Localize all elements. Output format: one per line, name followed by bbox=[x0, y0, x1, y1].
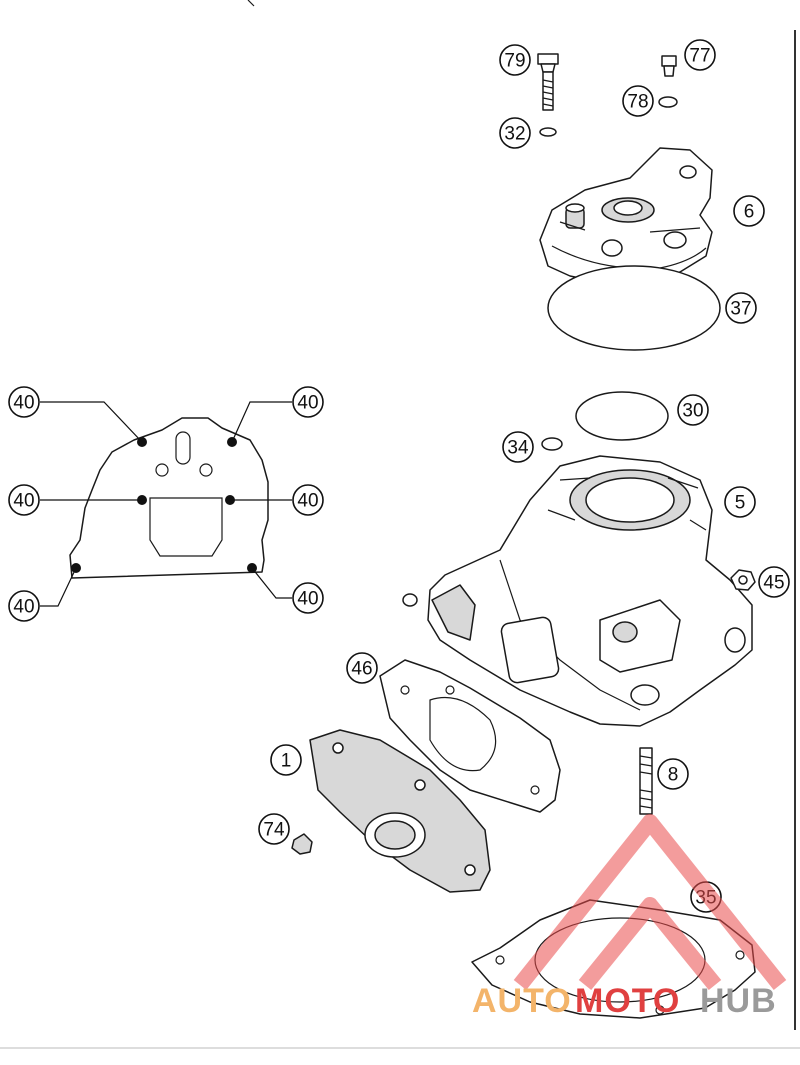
callout-77: 77 bbox=[684, 39, 716, 71]
callout-45: 45 bbox=[758, 566, 790, 598]
svg-text:40: 40 bbox=[297, 491, 318, 512]
svg-text:40: 40 bbox=[13, 597, 34, 618]
svg-text:45: 45 bbox=[763, 573, 784, 594]
callout-40-top-right: 40 bbox=[292, 386, 324, 418]
svg-text:34: 34 bbox=[507, 438, 529, 459]
callout-79: 79 bbox=[499, 44, 531, 76]
callout-40-top-left: 40 bbox=[8, 386, 40, 418]
callout-8: 8 bbox=[657, 758, 689, 790]
watermark-word-hub: HUB bbox=[700, 982, 777, 1020]
cylinder-head-6-drawing bbox=[539, 147, 713, 283]
svg-text:40: 40 bbox=[13, 393, 34, 414]
callout-40-bottom-right: 40 bbox=[292, 582, 324, 614]
svg-text:32: 32 bbox=[504, 124, 525, 145]
intake-flange-1-drawing bbox=[309, 729, 491, 893]
callout-5: 5 bbox=[724, 486, 756, 518]
svg-text:74: 74 bbox=[263, 820, 285, 841]
svg-text:5: 5 bbox=[735, 493, 746, 514]
washer-32-drawing bbox=[539, 127, 557, 137]
cylinder-5-drawing bbox=[402, 455, 753, 727]
callout-46: 46 bbox=[346, 652, 378, 684]
callout-37: 37 bbox=[725, 292, 757, 324]
svg-text:78: 78 bbox=[627, 92, 648, 113]
watermark-logo: AUTO MOTO HUB bbox=[472, 814, 787, 1020]
callout-40-middle-left: 40 bbox=[8, 484, 40, 516]
svg-text:40: 40 bbox=[297, 589, 318, 610]
cropped-title-fragment bbox=[247, 0, 255, 7]
gasket-46-drawing bbox=[379, 659, 561, 813]
bolt-79-drawing bbox=[537, 53, 559, 111]
nut-45-drawing bbox=[730, 569, 756, 591]
svg-text:8: 8 bbox=[668, 765, 679, 786]
svg-text:46: 46 bbox=[351, 659, 372, 680]
callout-78: 78 bbox=[622, 85, 654, 117]
callout-40-bottom-left: 40 bbox=[8, 590, 40, 622]
bolt-77-drawing bbox=[661, 55, 677, 77]
svg-text:40: 40 bbox=[13, 491, 34, 512]
callout-32: 32 bbox=[499, 117, 531, 149]
callout-74: 74 bbox=[258, 813, 290, 845]
callout-40-middle-right: 40 bbox=[292, 484, 324, 516]
callout-30: 30 bbox=[677, 394, 709, 426]
watermark-word-moto: MOTO bbox=[575, 982, 680, 1020]
svg-text:30: 30 bbox=[682, 401, 703, 422]
stud-8-drawing bbox=[639, 747, 653, 815]
svg-text:6: 6 bbox=[744, 202, 755, 223]
washer-78-drawing bbox=[658, 96, 678, 108]
watermark-word-auto: AUTO bbox=[472, 982, 572, 1020]
callout-6: 6 bbox=[733, 195, 765, 227]
o-ring-37-drawing bbox=[547, 265, 721, 351]
o-ring-30-drawing bbox=[575, 391, 669, 441]
svg-text:79: 79 bbox=[504, 51, 525, 72]
callout-34: 34 bbox=[502, 431, 534, 463]
svg-text:40: 40 bbox=[297, 393, 318, 414]
nut-74-drawing bbox=[291, 833, 313, 855]
svg-text:1: 1 bbox=[281, 751, 292, 772]
svg-text:77: 77 bbox=[689, 46, 710, 67]
leader-lines-40 bbox=[40, 401, 292, 607]
svg-text:37: 37 bbox=[730, 299, 751, 320]
callout-1: 1 bbox=[270, 744, 302, 776]
gasket-detail-drawing bbox=[69, 417, 269, 579]
o-ring-34-drawing bbox=[541, 437, 563, 451]
